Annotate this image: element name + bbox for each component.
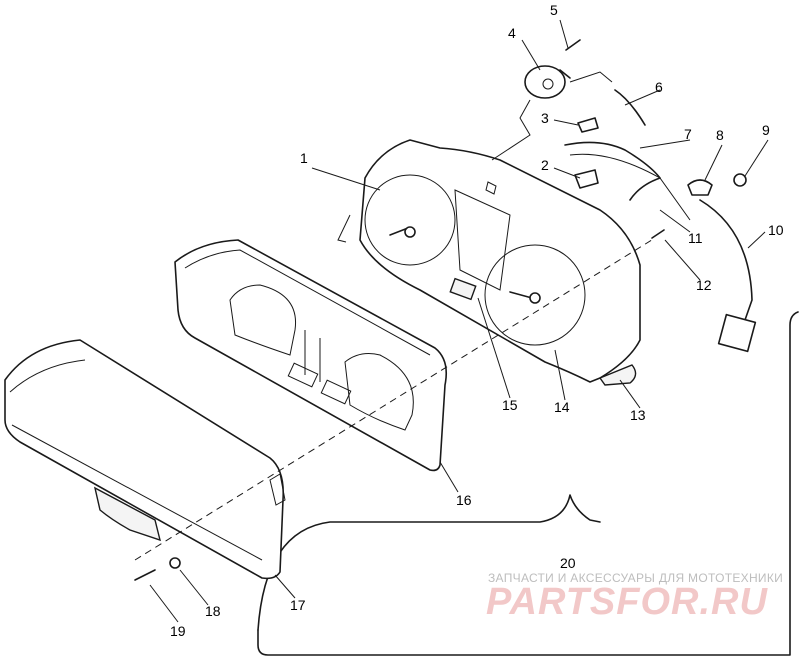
callout-1: 1 bbox=[300, 150, 308, 166]
callout-15: 15 bbox=[502, 397, 518, 413]
screw-2 bbox=[651, 229, 665, 239]
wire-harness-2 bbox=[569, 153, 691, 221]
callout-19: 19 bbox=[170, 623, 186, 639]
callout-labels: 1 2 3 4 5 6 7 8 9 10 11 12 13 14 15 16 1… bbox=[170, 2, 784, 639]
callout-2: 2 bbox=[541, 157, 549, 173]
assembly-bracket bbox=[257, 311, 799, 656]
callout-9: 9 bbox=[762, 122, 770, 138]
washer bbox=[169, 557, 181, 569]
bulb bbox=[577, 117, 599, 133]
callout-10: 10 bbox=[768, 222, 784, 238]
callout-13: 13 bbox=[630, 407, 646, 423]
callout-12: 12 bbox=[696, 277, 712, 293]
callout-4: 4 bbox=[508, 25, 516, 41]
bracket-link-2 bbox=[569, 71, 613, 83]
callout-20: 20 bbox=[560, 555, 576, 571]
callout-5: 5 bbox=[550, 2, 558, 18]
leader-lines bbox=[149, 19, 769, 623]
front-cover bbox=[4, 339, 286, 580]
callout-18: 18 bbox=[205, 603, 221, 619]
cable-connector bbox=[699, 199, 753, 321]
instrument-housing bbox=[337, 139, 641, 386]
connector bbox=[717, 313, 757, 353]
callout-3: 3 bbox=[541, 110, 549, 126]
callout-6: 6 bbox=[655, 79, 663, 95]
callout-11: 11 bbox=[688, 230, 703, 246]
callout-17: 17 bbox=[290, 597, 306, 613]
lens-frame bbox=[174, 239, 448, 472]
bolt bbox=[733, 173, 747, 187]
grommet bbox=[687, 179, 713, 196]
screw bbox=[565, 39, 581, 51]
watermark-logo: PARTSFOR.RU bbox=[486, 581, 768, 623]
cable-harness bbox=[614, 89, 646, 126]
wire-harness bbox=[564, 141, 661, 201]
callout-7: 7 bbox=[684, 126, 692, 142]
callout-16: 16 bbox=[456, 492, 472, 508]
callout-8: 8 bbox=[716, 127, 724, 143]
callout-14: 14 bbox=[554, 399, 570, 415]
bracket-link bbox=[491, 99, 531, 161]
bulb-2 bbox=[574, 169, 599, 189]
mount-bracket bbox=[524, 65, 571, 99]
alignment-line bbox=[134, 237, 656, 561]
screw-3 bbox=[134, 569, 156, 581]
watermark-tagline: ЗАПЧАСТИ И АКСЕССУАРЫ ДЛЯ МОТОТЕХНИКИ bbox=[488, 571, 783, 585]
